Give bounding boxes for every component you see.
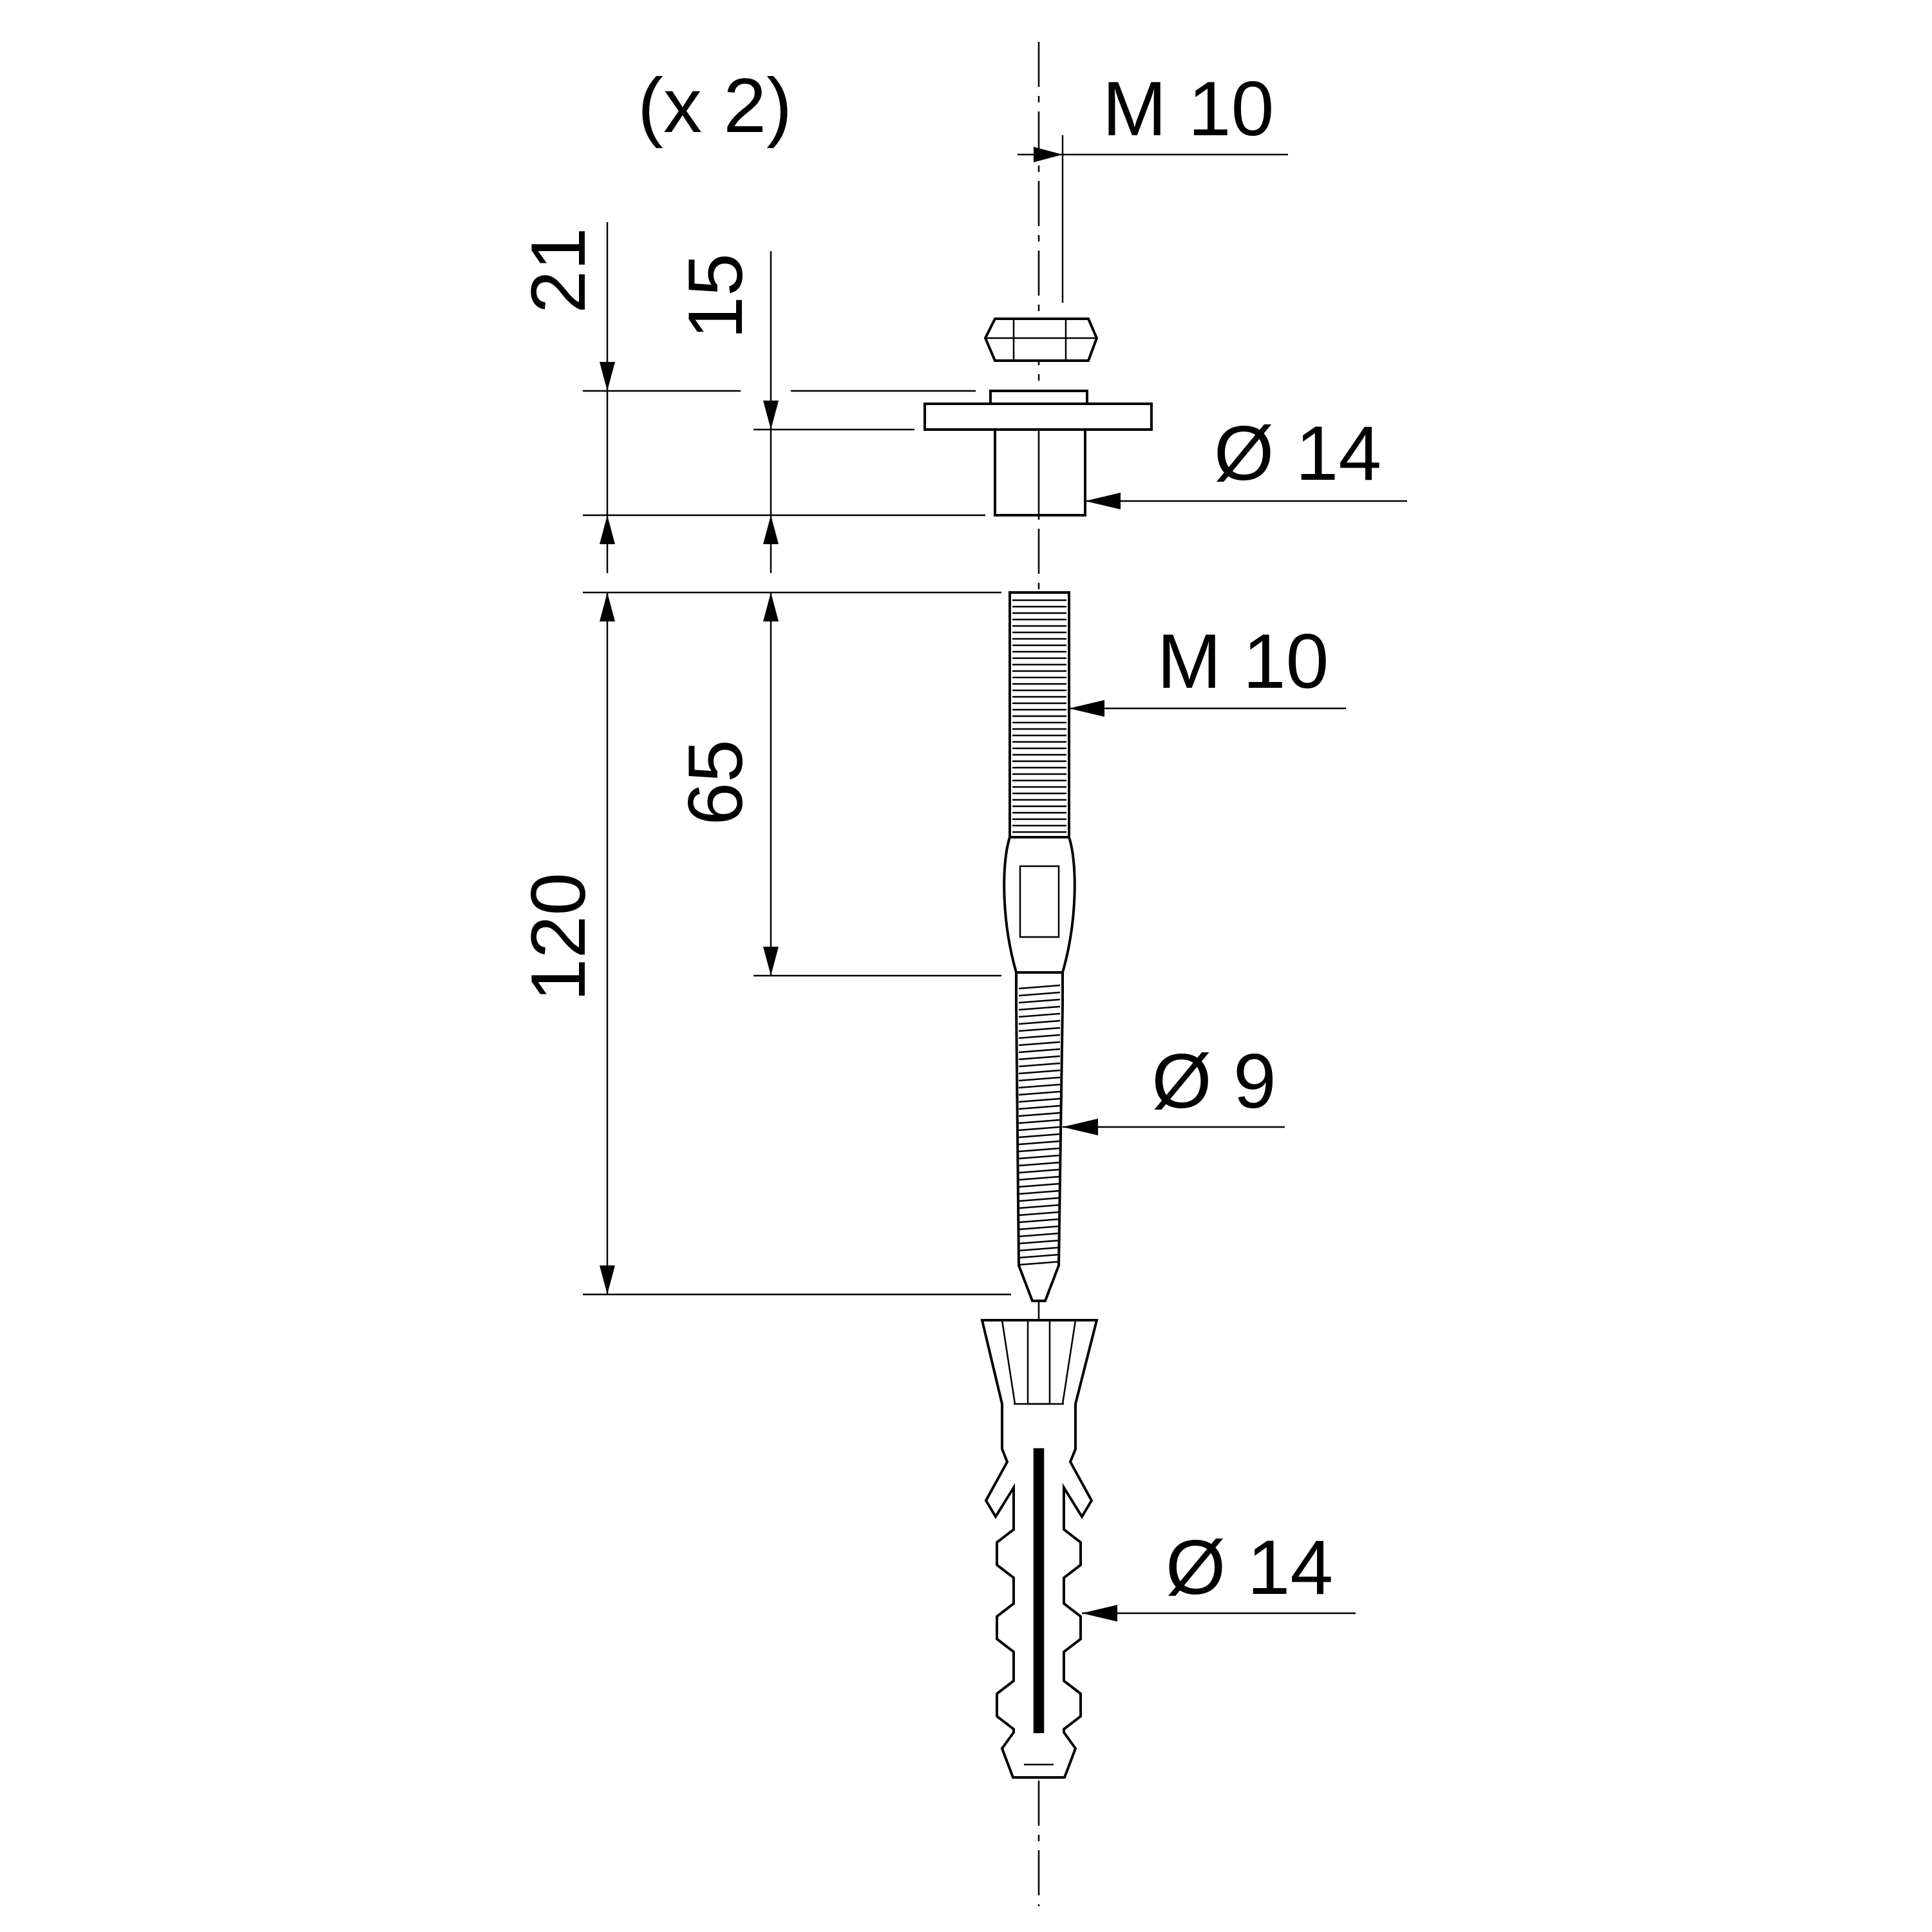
dimension-lines	[583, 135, 1407, 1622]
quantity-label: (x 2)	[638, 62, 792, 149]
hanger-bolt	[1003, 591, 1076, 1302]
washer-diameter-label: Ø 14	[1214, 410, 1381, 497]
nut-thread-label: M 10	[1103, 66, 1274, 152]
hex-nut	[983, 317, 1099, 362]
plug-diameter-label: Ø 14	[1166, 1524, 1333, 1611]
dim-120-label: 120	[515, 873, 601, 1001]
screw-diameter-label: Ø 9	[1151, 1038, 1276, 1124]
dim-15-label: 15	[672, 253, 759, 339]
dim-21-label: 21	[515, 227, 601, 313]
stud-thread-label: M 10	[1157, 618, 1329, 705]
wall-plug	[980, 1319, 1099, 1779]
dim-65-label: 65	[672, 739, 759, 825]
washer-with-bush	[923, 390, 1153, 516]
